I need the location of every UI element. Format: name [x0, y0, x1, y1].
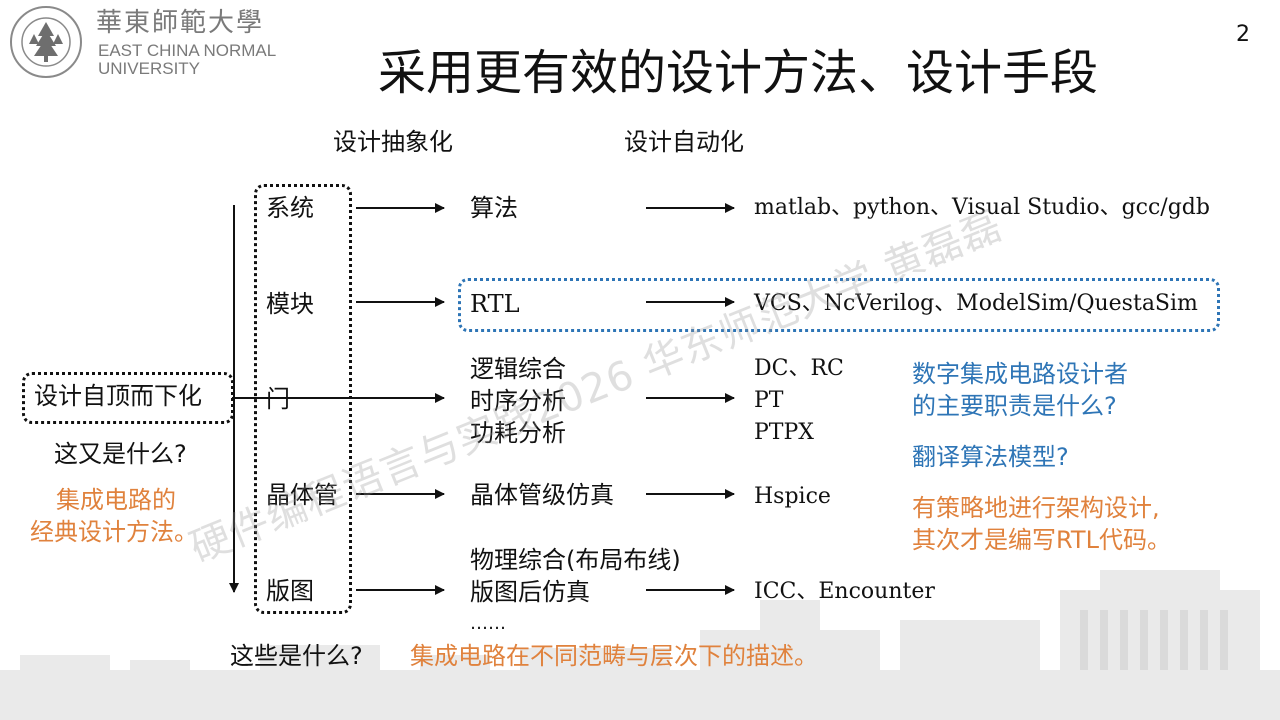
tools-gate-dc-rc: DC、RC [754, 353, 844, 385]
tools-gate-ptpx: PTPX [754, 417, 814, 449]
method-ellipsis: …… [470, 612, 506, 636]
tools-layout: ICC、Encounter [754, 576, 935, 608]
level-system: 系统 [266, 192, 314, 224]
method-transistor-sim: 晶体管级仿真 [470, 479, 614, 511]
right-wrong-answer: 翻译算法模型? [912, 441, 1069, 473]
method-rtl: RTL [470, 288, 520, 320]
right-answer-line2: 其次才是编写RTL代码。 [912, 524, 1171, 556]
level-gate: 门 [266, 383, 290, 415]
method-post-layout-sim: 版图后仿真 [470, 576, 590, 608]
left-answer-line2: 经典设计方法。 [30, 516, 198, 548]
method-physical-synthesis: 物理综合(布局布线) [470, 544, 681, 576]
bottom-answer: 集成电路在不同范畴与层次下的描述。 [410, 640, 818, 672]
bottom-question: 这些是什么? [230, 640, 363, 672]
tools-transistor: Hspice [754, 481, 831, 513]
method-algorithm: 算法 [470, 192, 518, 224]
tools-gate-pt: PT [754, 385, 783, 417]
level-layout: 版图 [266, 575, 314, 607]
right-answer-line1: 有策略地进行架构设计, [912, 492, 1160, 524]
left-question: 这又是什么? [54, 438, 187, 470]
right-question-line2: 的主要职责是什么? [912, 390, 1117, 422]
right-question-line1: 数字集成电路设计者 [912, 358, 1128, 390]
left-answer-line1: 集成电路的 [56, 484, 176, 516]
top-down-label: 设计自顶而下化 [34, 380, 202, 412]
level-module: 模块 [266, 288, 314, 320]
